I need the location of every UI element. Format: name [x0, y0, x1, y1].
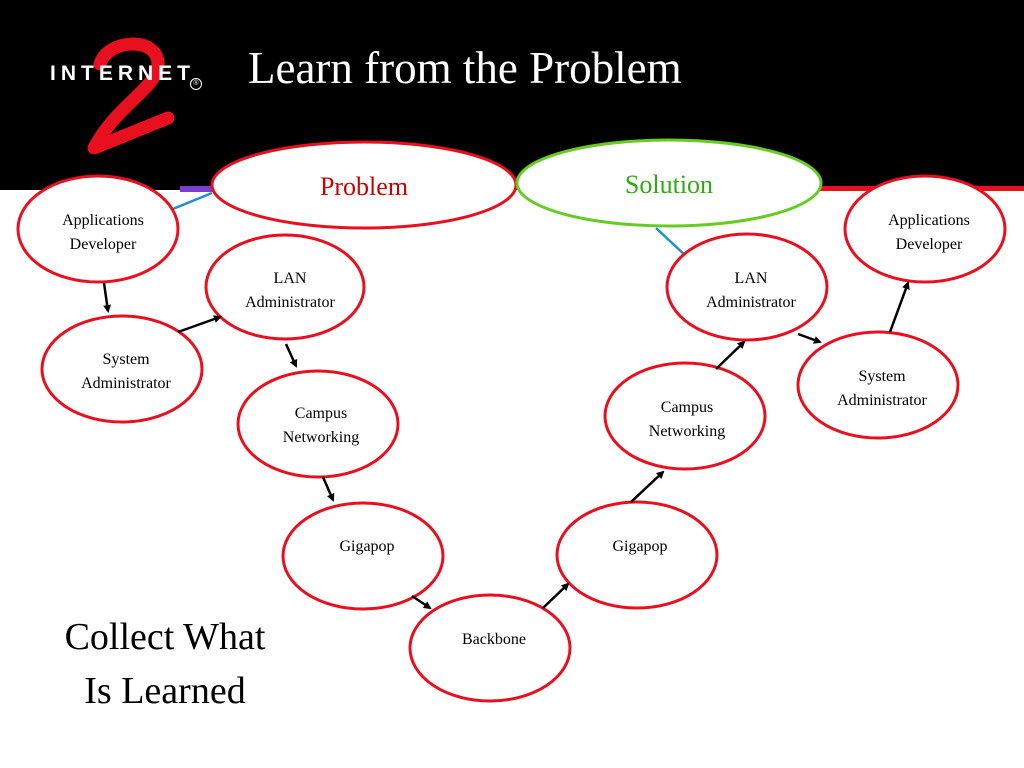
node-right-campus — [603, 361, 767, 471]
right-app-dev-label: Applications Developer — [888, 212, 970, 253]
right-lan-admin-label: LAN Administrator — [706, 270, 796, 311]
slide-title: Learn from the Problem — [248, 43, 682, 93]
problem-label: Problem — [319, 172, 409, 201]
left-sys-admin-label: System Administrator — [81, 351, 171, 392]
arrow-sysadmin-to-appdev — [888, 281, 910, 333]
left-lan-admin-label: LAN Administrator — [245, 270, 335, 311]
arrow-campus-to-gigapop — [321, 476, 335, 502]
node-left-sys-admin — [40, 314, 204, 424]
arrow-gigapop-to-backbone — [411, 594, 432, 610]
registered-mark: ® — [190, 78, 202, 90]
internet2-logo — [87, 37, 175, 154]
left-gigapop-label: Gigapop — [339, 538, 395, 555]
node-right-gigapop — [555, 500, 719, 610]
arrow-gigapop-to-campus — [630, 470, 665, 503]
node-left-campus — [236, 369, 400, 479]
node-right-app-dev — [843, 174, 1007, 284]
left-campus-label: Campus Networking — [282, 405, 360, 446]
node-left-lan-admin — [204, 233, 366, 341]
left-app-dev-label: Applications Developer — [62, 212, 144, 253]
node-right-lan-admin — [665, 232, 829, 342]
arrow-appdev-to-sysadmin — [102, 282, 112, 313]
header-stripe-left — [180, 186, 214, 192]
logo-wordmark: INTERNET — [50, 62, 195, 85]
right-sys-admin-label: System Administrator — [837, 368, 927, 409]
arrow-lan-to-sysadmin — [797, 332, 822, 344]
node-left-app-dev — [16, 174, 180, 284]
node-backbone — [408, 593, 572, 703]
arrow-campus-to-lan — [715, 340, 746, 370]
right-campus-label: Campus Networking — [648, 399, 726, 440]
title-bar — [0, 0, 1024, 190]
solution-label: Solution — [624, 170, 714, 199]
caption-collect-what-is-learned: Collect What Is Learned — [64, 616, 266, 712]
solution-oval — [515, 138, 823, 228]
arrow-backbone-to-gigapop — [542, 582, 570, 609]
backbone-label: Backbone — [462, 631, 526, 648]
node-right-sys-admin — [796, 330, 960, 440]
arrow-sysadmin-to-lan — [177, 315, 222, 334]
right-gigapop-label: Gigapop — [612, 538, 668, 555]
node-left-gigapop — [281, 501, 445, 611]
arrow-lan-to-campus — [284, 343, 298, 368]
